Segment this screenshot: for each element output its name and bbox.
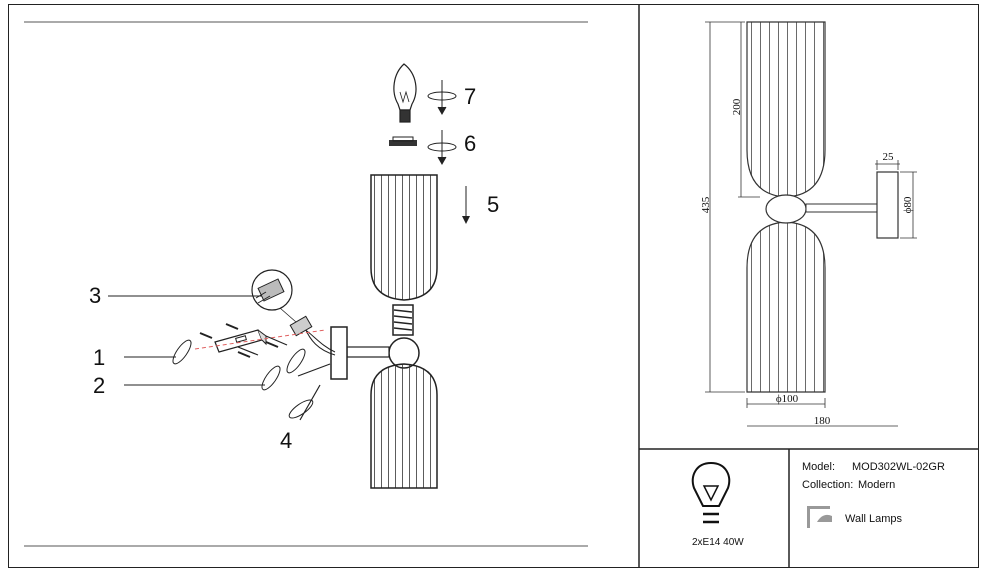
model-value: MOD302WL-02GR [852,461,945,473]
bulb-spec: 2xE14 40W [692,537,744,548]
callout-3: 3 [89,283,101,308]
dim-shade-height: 200 [731,98,743,115]
bulb-icon [691,461,731,524]
callout-7: 7 [464,84,476,109]
collection-label: Collection: [802,479,854,491]
dim-total-depth: 180 [814,415,831,427]
canopy [330,326,348,380]
callout-5: 5 [487,192,499,217]
wall-lamp-icon [807,506,832,528]
dim-canopy-diameter: ϕ80 [902,196,914,213]
screws-icon [199,323,279,358]
dimension-lines [705,21,917,427]
arrows-icon [237,335,331,421]
bulb-icon [393,63,417,123]
rotate-arrow-icon [427,80,457,116]
down-arrow-icon [462,186,470,224]
category-label: Wall Lamps [845,513,903,525]
model-label: Model: [802,461,836,473]
ring-icon [389,136,417,146]
dimension-lamp [746,21,899,393]
rotate-arrow-icon [427,130,457,166]
callout-4: 4 [280,428,292,453]
collection-value: Modern [858,479,896,491]
drawing-frame [8,4,979,568]
socket-icon [392,304,414,336]
wiring [289,315,336,356]
arm [346,346,390,358]
connector-detail [251,269,297,323]
mounting-bracket [194,329,326,353]
callout-6: 6 [464,131,476,156]
callout-2: 2 [93,373,105,398]
upper-shade [370,174,438,301]
wall-anchor-icon [172,339,314,419]
dim-canopy-offset: 25 [883,151,895,163]
dim-total-height: 435 [700,196,712,213]
lower-shade [370,363,438,489]
callout-1: 1 [93,345,105,370]
dim-shade-diameter: ϕ100 [776,393,799,405]
